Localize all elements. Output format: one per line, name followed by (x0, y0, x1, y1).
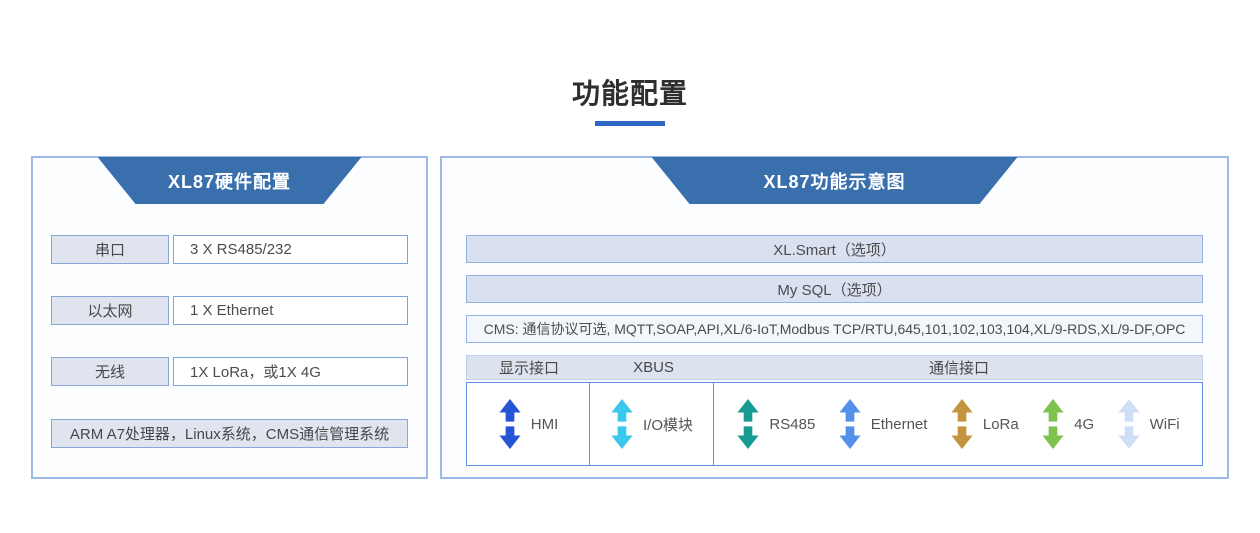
updown-arrow-icon (499, 399, 521, 449)
interface-cells-row: HMI I/O模块 RS485 (466, 382, 1203, 466)
updown-arrow-icon (839, 399, 861, 449)
layer-mysql: My SQL（选项） (466, 275, 1203, 303)
conn-label: 4G (1074, 415, 1095, 433)
function-panel-header: XL87功能示意图 (652, 157, 1018, 204)
row-value: 1X LoRa，或1X 4G (173, 357, 408, 386)
comm-interface-cell: RS485 Ethernet LoRa (713, 382, 1203, 466)
updown-arrow-icon (951, 399, 973, 449)
conn-ethernet: Ethernet (838, 399, 928, 449)
row-label: 串口 (51, 235, 169, 264)
updown-arrow-icon (737, 399, 759, 449)
row-value: 3 X RS485/232 (173, 235, 408, 264)
page-title: 功能配置 (571, 78, 688, 109)
hardware-panel-header: XL87硬件配置 (98, 157, 362, 204)
conn-wifi: WiFi (1117, 399, 1180, 449)
layer-cms-protocols: CMS: 通信协议可选, MQTT,SOAP,API,XL/6-IoT,Modb… (466, 315, 1203, 343)
function-diagram-panel: XL87功能示意图 XL.Smart（选项） My SQL（选项） CMS: 通… (440, 156, 1229, 479)
conn-label: LoRa (982, 415, 1019, 433)
title-block: 功能配置 (0, 72, 1260, 126)
xbus-cell: I/O模块 (589, 382, 714, 466)
conn-rs485: RS485 (736, 399, 815, 449)
column-display-interface: 显示接口 (498, 360, 559, 377)
title-underline (595, 121, 665, 126)
column-xbus: XBUS (633, 359, 674, 376)
hardware-row-system: ARM A7处理器，Linux系统，CMS通信管理系统 (51, 419, 408, 448)
conn-label: I/O模块 (642, 416, 693, 434)
hardware-config-panel: XL87硬件配置 串口 3 X RS485/232 以太网 1 X Ethern… (31, 156, 428, 479)
hardware-row-serial: 串口 3 X RS485/232 (51, 235, 408, 264)
hardware-row-wireless: 无线 1X LoRa，或1X 4G (51, 357, 408, 386)
row-value: 1 X Ethernet (173, 296, 408, 325)
hardware-row-ethernet: 以太网 1 X Ethernet (51, 296, 408, 325)
updown-arrow-icon (1118, 399, 1140, 449)
display-interface-cell: HMI (466, 382, 590, 466)
layer-xlsmart: XL.Smart（选项） (466, 235, 1203, 263)
system-summary: ARM A7处理器，Linux系统，CMS通信管理系统 (51, 419, 408, 448)
interface-columns-bar: 显示接口 XBUS 通信接口 (466, 355, 1203, 380)
updown-arrow-icon (1042, 399, 1064, 449)
conn-label: RS485 (769, 415, 816, 433)
row-label: 以太网 (51, 296, 169, 325)
conn-io-module: I/O模块 (610, 399, 693, 449)
conn-4g: 4G (1041, 399, 1094, 449)
conn-label: WiFi (1149, 415, 1180, 433)
row-label: 无线 (51, 357, 169, 386)
conn-hmi: HMI (498, 399, 559, 449)
conn-label: Ethernet (870, 415, 928, 433)
column-comm-interface: 通信接口 (928, 360, 989, 377)
updown-arrow-icon (611, 399, 633, 449)
conn-lora: LoRa (950, 399, 1019, 449)
conn-label: HMI (530, 415, 559, 433)
